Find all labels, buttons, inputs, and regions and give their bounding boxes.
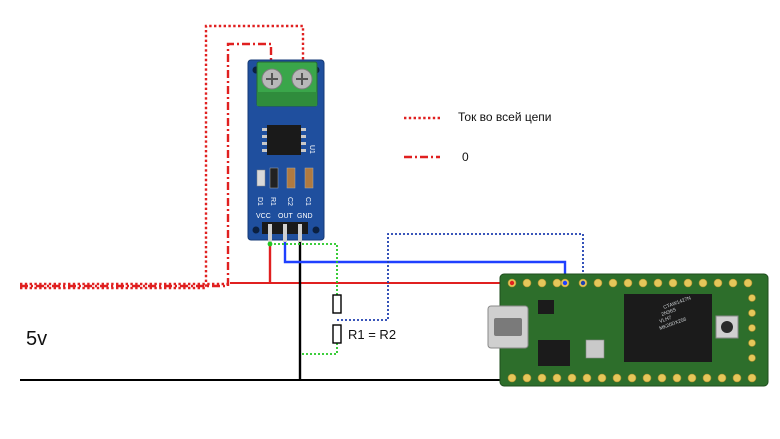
teensy-side-pins bbox=[748, 294, 756, 362]
out-wire bbox=[283, 242, 567, 282]
adc-pad bbox=[562, 280, 568, 286]
legend-label-zero: 0 bbox=[462, 150, 469, 164]
supply-rails bbox=[20, 282, 505, 381]
vin-pad bbox=[509, 280, 515, 286]
crystal bbox=[585, 339, 605, 359]
supply-voltage-label: 5v bbox=[26, 328, 47, 350]
pin-gnd bbox=[298, 224, 302, 242]
module-wires bbox=[267, 233, 584, 380]
legend: Ток во всей цепи 0 bbox=[404, 110, 551, 164]
secondary-chip bbox=[538, 340, 570, 366]
resistor-label: R1 = R2 bbox=[348, 327, 396, 342]
zero-path bbox=[20, 42, 273, 288]
mount-hole bbox=[252, 226, 260, 234]
smd-c1 bbox=[304, 167, 314, 189]
teensy-board: MK20DX256 VLH7 2N36S CTAW1427N bbox=[487, 273, 769, 387]
pin-label-gnd: GND bbox=[297, 213, 313, 220]
label-c1: C1 bbox=[304, 197, 311, 206]
small-chip bbox=[538, 300, 554, 314]
teensy-bottom-pins bbox=[507, 373, 757, 383]
current-sensor-module: U1 D1 R1 C2 C1 VCC OUT GND bbox=[247, 59, 325, 242]
zero-path-line bbox=[20, 42, 273, 288]
pin-vcc bbox=[268, 224, 272, 242]
adc2-pad bbox=[580, 280, 586, 286]
label-u1: U1 bbox=[308, 145, 315, 154]
mount-hole bbox=[312, 226, 320, 234]
voltage-divider: R1 = R2 bbox=[332, 294, 396, 344]
ic-pins bbox=[262, 128, 306, 152]
resistor-r2 bbox=[332, 324, 342, 344]
label-d1: D1 bbox=[256, 197, 263, 206]
teensy-top-pins bbox=[507, 278, 753, 288]
sensor-ic bbox=[267, 125, 301, 155]
current-path bbox=[20, 24, 305, 290]
pin-label-vcc: VCC bbox=[256, 213, 271, 220]
divider-wire-bottom bbox=[300, 343, 338, 355]
resistor-r1 bbox=[332, 294, 342, 314]
smd-r1 bbox=[269, 167, 279, 189]
pin-label-out: OUT bbox=[278, 213, 294, 220]
current-path-outer bbox=[20, 24, 305, 290]
label-c2: C2 bbox=[286, 197, 293, 206]
mcu-marking-2: VLH7 bbox=[659, 315, 673, 325]
divider-output-wire bbox=[337, 233, 584, 321]
smd-c2 bbox=[286, 167, 296, 189]
divider-wire bbox=[270, 243, 338, 295]
mcu-marking-3: 2N36S bbox=[661, 307, 678, 318]
mcu-chip bbox=[624, 294, 712, 362]
legend-label-current: Ток во всей цепи bbox=[458, 110, 551, 124]
terminal-block-base bbox=[257, 92, 317, 106]
junction-dot bbox=[267, 241, 273, 247]
pin-out bbox=[283, 224, 287, 242]
label-r1: R1 bbox=[269, 197, 276, 206]
usb-port bbox=[494, 318, 522, 336]
program-button-cap bbox=[721, 321, 733, 333]
smd-d1 bbox=[256, 169, 266, 187]
